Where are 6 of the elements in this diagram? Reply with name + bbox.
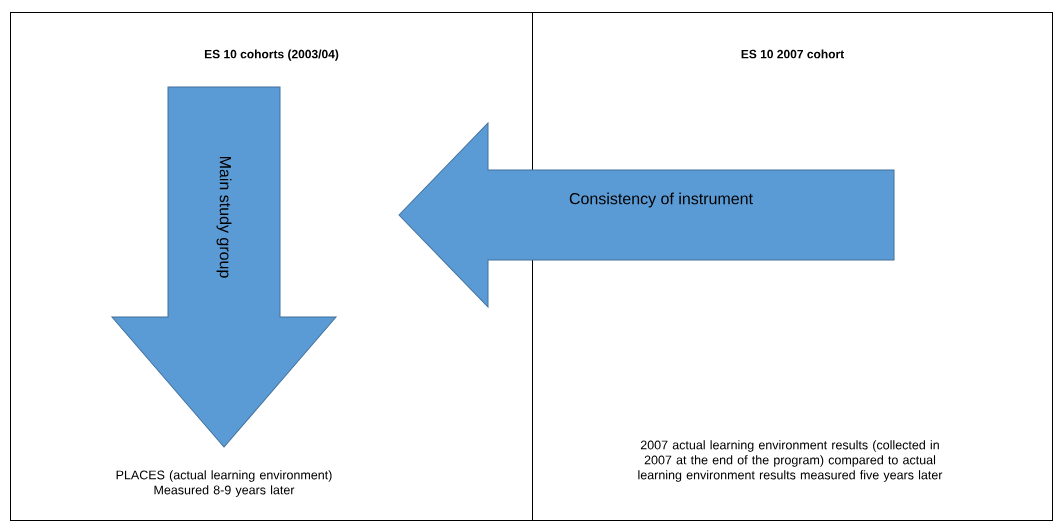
description-text: PLACES (actual learning environment) Measured 8-9 years later: [116, 470, 332, 497]
block-arrow: [111, 86, 337, 448]
block-arrow: [398, 122, 895, 308]
edge-label: Main study group: [216, 156, 232, 278]
edge-label: Consistency of instrument: [569, 192, 753, 208]
description-text: 2007 actual learning environment results (collected in 2007 at the end of the program) compared to actual learning environment results measured five years later: [638, 440, 943, 482]
